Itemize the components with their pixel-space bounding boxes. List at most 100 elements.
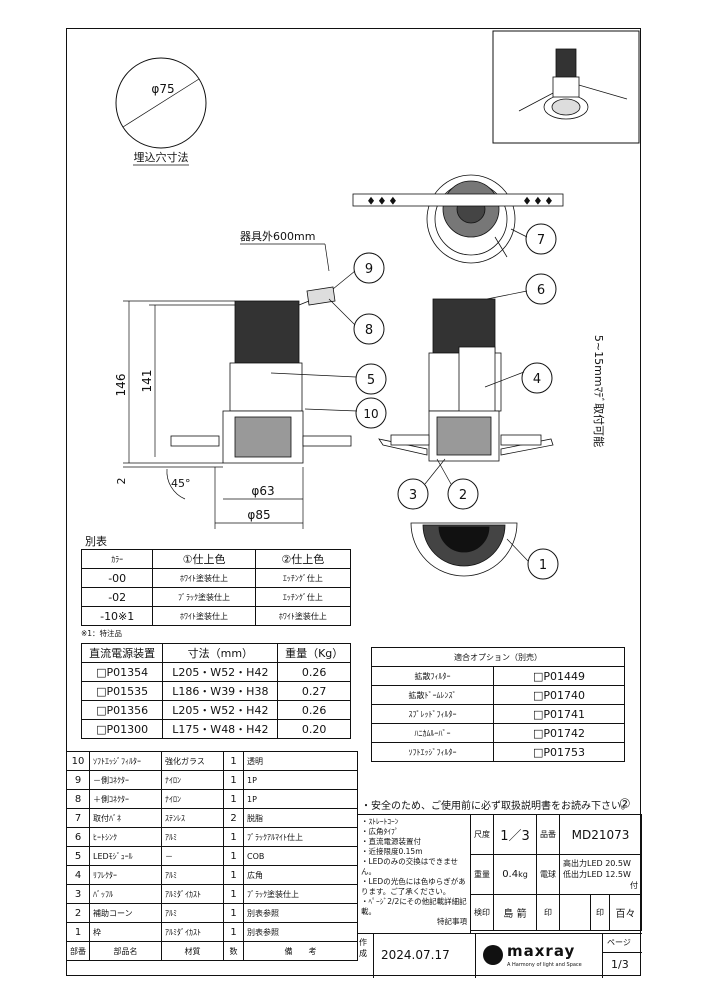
finish1-header: ①仕上色 (152, 549, 256, 569)
table-cell: LEDﾓｼﾞｭｰﾙ (89, 846, 162, 866)
table-cell: ﾌﾞﾗｯｸ塗装仕上 (243, 884, 358, 904)
svg-text:3: 3 (409, 488, 417, 503)
table-cell: 9 (66, 770, 90, 790)
table-cell: 0.26 (277, 662, 351, 682)
created-date: 2024.07.17 (381, 948, 450, 962)
checker-name: 箭 (516, 909, 527, 920)
table-cell: 1 (223, 884, 244, 904)
angle-label: 45° (171, 477, 191, 490)
table-cell: □P01753 (493, 742, 625, 762)
table-cell: ｱﾙﾐﾀﾞｲｶｽﾄ (161, 884, 224, 904)
dia-63-label: φ63 (251, 484, 274, 498)
svg-text:♦ ♦ ♦: ♦ ♦ ♦ (523, 197, 553, 207)
weight-value: 0.4 (502, 869, 519, 880)
table-cell: □P01740 (493, 685, 625, 705)
bulb-mark: 付 (630, 881, 638, 890)
svg-text:7: 7 (537, 233, 545, 248)
scale-value: 1／3 (493, 814, 537, 855)
hole-circle (115, 57, 207, 149)
weight-label: 重量 (470, 854, 494, 895)
finish2-header: ②仕上色 (254, 549, 352, 569)
table-cell: ｽﾌﾟﾚｯﾄﾞﾌｨﾙﾀｰ (370, 704, 495, 724)
svg-text:6: 6 (537, 283, 545, 298)
parts-footer: 部品名 (89, 941, 162, 961)
table-cell: 透明 (243, 751, 358, 771)
scale-label: 尺度 (470, 814, 494, 855)
svg-text:1: 1 (539, 558, 547, 573)
hole-diameter-label: φ75 (151, 82, 174, 96)
feature-line: ・近接限度0.15m (361, 847, 423, 856)
parts-footer: 材質 (161, 941, 224, 961)
brand-tagline: A Harmony of light and Space (507, 962, 582, 968)
check-stamp: 印 (536, 894, 560, 931)
callout-1: 1 (527, 548, 559, 580)
footer-row: 作成 2024.07.17 maxray A Harmony of light … (357, 933, 642, 978)
table-cell: 強化ガラス (161, 751, 224, 771)
callout-3: 3 (397, 478, 429, 510)
table-cell: 取付ﾊﾞﾈ (89, 808, 162, 828)
table-cell: ｱﾙﾐ (161, 827, 224, 847)
table-cell: 1 (223, 903, 244, 923)
product-drawing: φ75 埋込穴寸法 ♦ ♦ ♦ ♦ ♦ ♦ 器具外600mm (114, 30, 640, 580)
safety-warning: ・安全のため、ご使用前に必ず取扱説明書をお読み下さい。 (361, 801, 631, 812)
brand-name: maxray (507, 942, 576, 960)
table-cell: 5 (66, 846, 90, 866)
callout-8: 8 (353, 313, 385, 345)
height-141-label: 141 (140, 370, 154, 393)
table-cell: -10※1 (80, 606, 154, 626)
table-cell: 1P (243, 770, 358, 790)
feature-line: ・LEDのみの交換はできません。 (361, 857, 458, 876)
created-label: 作成 (359, 938, 367, 958)
feature-line: ・LEDの光色には色ゆらぎがあります。ご了承ください。 (361, 877, 466, 896)
table-cell: 1 (223, 865, 244, 885)
parts-footer: 数 (223, 941, 244, 961)
hole-caption: 埋込穴寸法 (134, 150, 189, 164)
table-cell: 6 (66, 827, 90, 847)
product-number: MD21073 (559, 814, 642, 855)
table-cell: 1 (223, 922, 244, 942)
svg-text:8: 8 (365, 323, 373, 338)
color-header: ｶﾗｰ (80, 549, 154, 569)
table-cell: □P01356 (80, 700, 164, 720)
table-cell: □P01742 (493, 723, 625, 743)
table-cell: ｴｯﾁﾝｸﾞ仕上 (254, 587, 352, 607)
feature-line: ・ｽﾄﾚｰﾄｺｰﾝ (361, 817, 399, 826)
isometric-thumbnail (518, 48, 628, 120)
callout-10: 10 (355, 397, 387, 429)
color-footnote: ※1：特注品 (81, 629, 123, 638)
feature-line: ・広角ﾀｲﾌﾟ (361, 827, 399, 836)
table-cell: 7 (66, 808, 90, 828)
table-cell: 1 (223, 751, 244, 771)
mount-range-label: 5~15mmﾏﾃﾞ取付可能 (592, 335, 606, 447)
table-cell: ﾎﾜｲﾄ塗装仕上 (254, 606, 352, 626)
page-label: ページ (607, 938, 631, 947)
table-cell: ﾌﾞﾗｯｸ塗装仕上 (152, 587, 256, 607)
color-table-title: 別表 (85, 535, 107, 548)
table-cell: 広角 (243, 865, 358, 885)
approver-stamp: 印 (590, 894, 610, 931)
circle-mark: ② (619, 797, 631, 812)
table-cell: 2 (223, 808, 244, 828)
table-cell: ﾋｰﾄｼﾝｸ (89, 827, 162, 847)
table-cell: 脱脂 (243, 808, 358, 828)
power-header: 重量（Kg） (277, 643, 351, 663)
table-cell: □P01300 (80, 719, 164, 739)
table-cell: ｽﾃﾝﾚｽ (161, 808, 224, 828)
svg-text:2: 2 (459, 488, 467, 503)
table-cell: ｴｯﾁﾝｸﾞ仕上 (254, 568, 352, 588)
callout-7: 7 (525, 223, 557, 255)
svg-text:9: 9 (365, 262, 373, 277)
table-cell: -00 (80, 568, 154, 588)
table-cell: 1 (223, 846, 244, 866)
table-cell: 8 (66, 789, 90, 809)
table-cell: □P01741 (493, 704, 625, 724)
height-146-label: 146 (114, 374, 128, 397)
feature-line: ・直流電源装置付 (361, 837, 421, 846)
table-cell: 補助コーン (89, 903, 162, 923)
bulb-label: 電球 (536, 854, 560, 895)
page-number: 1/3 (611, 958, 629, 971)
options-table: 適合オプション（別売） 拡散ﾌｨﾙﾀｰ□P01449 拡散ﾄﾞｰﾑﾚﾝｽﾞ□P0… (370, 647, 625, 762)
callout-6: 6 (525, 273, 557, 305)
svg-text:♦ ♦ ♦: ♦ ♦ ♦ (367, 197, 397, 207)
